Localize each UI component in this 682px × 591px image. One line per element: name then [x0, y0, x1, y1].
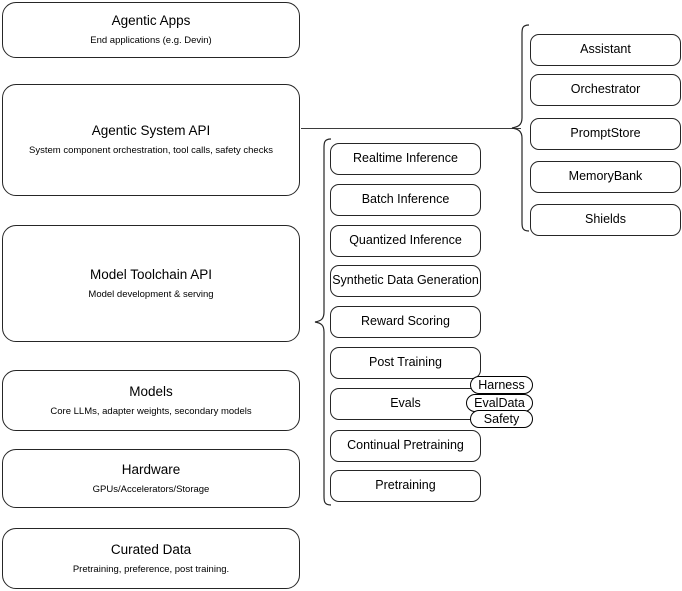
stack-layer-model-toolchain-api[interactable]: Model Toolchain API Model development & …	[2, 225, 300, 342]
component-batch-inference[interactable]: Batch Inference	[330, 184, 481, 216]
connector-agentic-system-to-components	[301, 128, 521, 129]
component-pretraining[interactable]: Pretraining	[330, 470, 481, 502]
stack-layer-subtitle: Core LLMs, adapter weights, secondary mo…	[50, 405, 252, 417]
component-promptstore[interactable]: PromptStore	[530, 118, 681, 150]
brace-toolchain-components	[314, 138, 332, 506]
evals-tag-harness[interactable]: Harness	[470, 376, 533, 394]
component-label: Orchestrator	[570, 82, 641, 97]
component-label: Evals	[390, 396, 421, 411]
component-label: Post Training	[369, 355, 442, 370]
component-label: Realtime Inference	[353, 151, 458, 166]
stack-layer-title: Agentic Apps	[111, 13, 191, 29]
component-assistant[interactable]: Assistant	[530, 34, 681, 66]
stack-layer-title: Hardware	[121, 461, 181, 477]
component-label: Reward Scoring	[361, 314, 450, 329]
stack-layer-agentic-apps[interactable]: Agentic Apps End applications (e.g. Devi…	[2, 2, 300, 58]
component-label: Pretraining	[375, 478, 436, 493]
component-label: Assistant	[580, 42, 631, 57]
component-orchestrator[interactable]: Orchestrator	[530, 74, 681, 106]
stack-layer-subtitle: Model development & serving	[88, 288, 214, 300]
component-synthetic-data-generation[interactable]: Synthetic Data Generation	[330, 265, 481, 297]
stack-layer-title: Agentic System API	[91, 123, 211, 139]
component-shields[interactable]: Shields	[530, 204, 681, 236]
component-memorybank[interactable]: MemoryBank	[530, 161, 681, 193]
stack-layer-agentic-system-api[interactable]: Agentic System API System component orch…	[2, 84, 300, 196]
component-continual-pretraining[interactable]: Continual Pretraining	[330, 430, 481, 462]
stack-layer-title: Curated Data	[110, 541, 192, 557]
stack-layer-title: Models	[129, 383, 173, 399]
stack-layer-hardware[interactable]: Hardware GPUs/Accelerators/Storage	[2, 449, 300, 508]
stack-layer-subtitle: End applications (e.g. Devin)	[90, 35, 212, 46]
brace-agentic-components	[511, 24, 530, 232]
evals-tag-safety[interactable]: Safety	[470, 410, 533, 428]
component-label: Quantized Inference	[349, 233, 462, 248]
component-evals[interactable]: Evals	[330, 388, 481, 420]
evals-tag-label: Harness	[478, 377, 525, 392]
component-label: Shields	[585, 212, 626, 227]
stack-layer-subtitle: System component orchestration, tool cal…	[29, 145, 273, 156]
component-label: Batch Inference	[361, 192, 450, 207]
evals-tag-label: Safety	[483, 411, 520, 426]
stack-layer-title: Model Toolchain API	[89, 266, 213, 282]
stack-layer-subtitle: Pretraining, preference, post training.	[72, 563, 230, 575]
component-quantized-inference[interactable]: Quantized Inference	[330, 225, 481, 257]
evals-tag-label: EvalData	[474, 395, 525, 410]
component-label: Continual Pretraining	[347, 438, 464, 453]
component-label: PromptStore	[570, 126, 641, 141]
stack-layer-subtitle: GPUs/Accelerators/Storage	[92, 483, 210, 495]
component-label: MemoryBank	[568, 169, 643, 184]
component-reward-scoring[interactable]: Reward Scoring	[330, 306, 481, 338]
component-label: Synthetic Data Generation	[332, 273, 479, 288]
stack-layer-models[interactable]: Models Core LLMs, adapter weights, secon…	[2, 370, 300, 431]
component-realtime-inference[interactable]: Realtime Inference	[330, 143, 481, 175]
stack-layer-curated-data[interactable]: Curated Data Pretraining, preference, po…	[2, 528, 300, 589]
component-post-training[interactable]: Post Training	[330, 347, 481, 379]
